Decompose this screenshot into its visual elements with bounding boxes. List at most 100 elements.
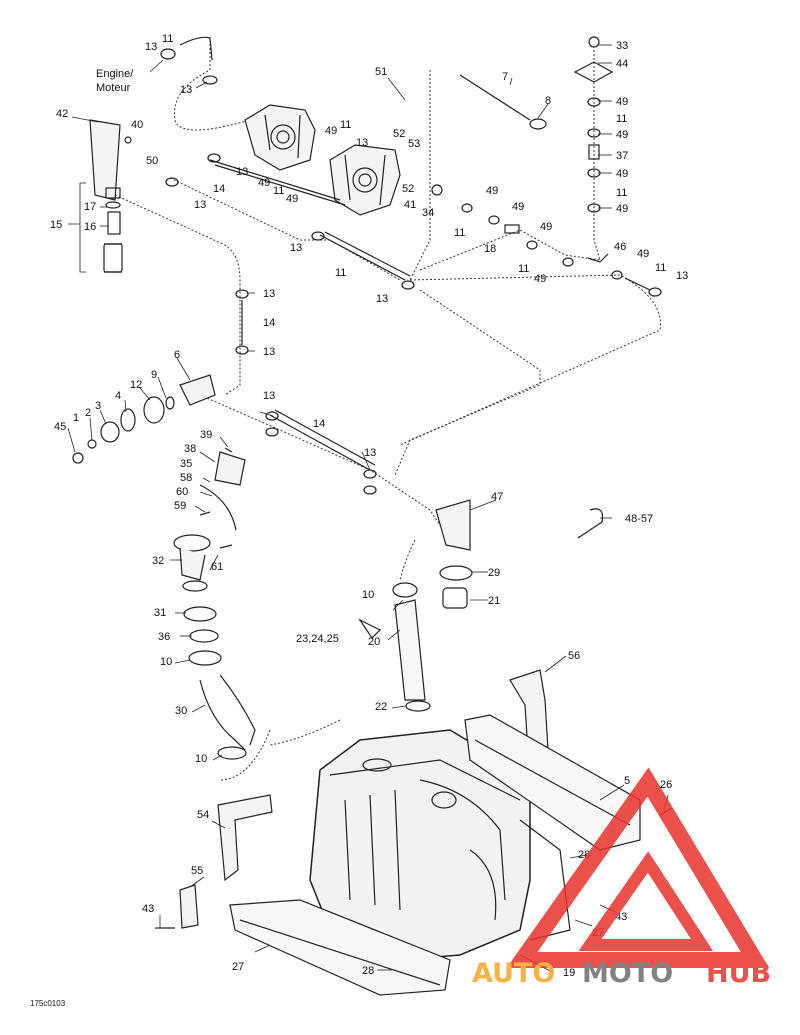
callout-45: 45 — [54, 421, 66, 433]
callout-49: 49 — [616, 168, 628, 180]
callout-51: 51 — [375, 66, 387, 78]
callout-49: 49 — [286, 193, 298, 205]
callout-21: 21 — [488, 595, 500, 607]
screws-23-25 — [358, 618, 382, 639]
watermark-triangle-inner — [578, 851, 714, 951]
callout-13: 13 — [676, 270, 688, 282]
callout-60: 60 — [176, 486, 188, 498]
callout-52: 52 — [402, 183, 414, 195]
callout-50: 50 — [146, 155, 158, 167]
callout-14: 14 — [213, 183, 225, 195]
fitting-41 — [431, 184, 443, 196]
hose-14 — [269, 414, 371, 471]
hose-11 — [624, 277, 651, 291]
callout-1: 1 — [73, 412, 79, 424]
callout-49: 49 — [616, 96, 628, 108]
callout-11: 11 — [616, 113, 627, 125]
callout-13: 13 — [194, 199, 206, 211]
callout-3: 3 — [95, 400, 101, 412]
callout-55: 55 — [191, 865, 203, 877]
engine-hose — [179, 36, 213, 61]
callout-2: 2 — [85, 407, 91, 419]
callout-49: 49 — [486, 185, 498, 197]
callout-31: 31 — [154, 607, 166, 619]
tee-46 — [587, 253, 609, 263]
callout-13: 13 — [236, 166, 248, 178]
fuel-filter-assembly — [103, 187, 123, 273]
filler-hose-30 — [199, 679, 246, 751]
callout-13: 13 — [364, 447, 376, 459]
callout-22: 22 — [375, 701, 387, 713]
bracket-47 — [435, 499, 471, 551]
callout-43: 43 — [142, 903, 154, 915]
callout-13: 13 — [290, 242, 302, 254]
callout-40: 40 — [131, 119, 143, 131]
callout-49: 49 — [616, 129, 628, 141]
callout-52: 52 — [393, 128, 405, 140]
cap-33 — [588, 36, 600, 48]
callout-13: 13 — [356, 137, 368, 149]
callout-17: 17 — [84, 201, 96, 213]
callout-41: 41 — [404, 199, 416, 211]
vent-hose-7 — [459, 74, 531, 121]
watermark-auto: AUTO — [472, 958, 555, 989]
callout-23-25: 23,24,25 — [296, 633, 339, 645]
callout-9: 9 — [151, 369, 157, 381]
parts-outlines — [72, 36, 673, 996]
callout-18: 18 — [484, 243, 496, 255]
callout-13: 13 — [263, 390, 275, 402]
callout-13: 13 — [376, 293, 388, 305]
callout-49: 49 — [512, 201, 524, 213]
callout-10: 10 — [160, 656, 172, 668]
callout-32: 32 — [152, 555, 164, 567]
callout-48-57: 48-57 — [625, 513, 653, 525]
callout-20: 20 — [368, 636, 380, 648]
strap-54 — [217, 794, 273, 882]
callout-13: 13 — [180, 84, 192, 96]
callout-10: 10 — [362, 589, 374, 601]
callout-13: 13 — [263, 288, 275, 300]
tank-tray-27 — [229, 899, 451, 996]
callout-11: 11 — [340, 119, 351, 131]
callout-labels: 13 11 Engine/ Moteur 13 42 40 50 15 17 1… — [30, 33, 688, 1008]
callout-30: 30 — [175, 705, 187, 717]
callout-47: 47 — [491, 491, 503, 503]
valve-18 — [504, 224, 520, 234]
callout-5: 5 — [624, 775, 630, 787]
callout-13: 13 — [145, 41, 157, 53]
washer-44 — [573, 61, 614, 83]
watermark-moto: MOTO — [582, 958, 673, 989]
callout-27: 27 — [232, 961, 244, 973]
callout-36: 36 — [158, 631, 170, 643]
engine-label-fr: Moteur — [96, 82, 131, 94]
callout-10: 10 — [195, 753, 207, 765]
tie-strap — [577, 508, 604, 539]
clamp-13 — [202, 75, 218, 85]
fuel-filler-neck — [173, 451, 246, 666]
callout-44: 44 — [616, 58, 628, 70]
hose-11 — [319, 234, 406, 281]
callout-11: 11 — [335, 267, 346, 279]
engine-label: Engine/ — [96, 68, 134, 80]
callout-11: 11 — [454, 227, 465, 239]
carburetor-right — [329, 144, 401, 216]
hose-14 — [209, 159, 341, 201]
callout-49: 49 — [258, 177, 270, 189]
callout-19: 19 — [563, 967, 575, 979]
clamp-13 — [160, 48, 176, 60]
callout-49: 49 — [534, 273, 546, 285]
callout-49: 49 — [325, 125, 337, 137]
callout-11: 11 — [273, 185, 284, 197]
callout-12: 12 — [130, 379, 142, 391]
vent-hose-20 — [394, 599, 426, 701]
callout-6: 6 — [174, 349, 180, 361]
callout-49: 49 — [540, 221, 552, 233]
callout-58: 58 — [180, 472, 192, 484]
hose-11 — [324, 231, 411, 277]
callout-33: 33 — [616, 40, 628, 52]
automotohub-watermark: AUTO MOTO HUB — [472, 767, 771, 989]
callout-13: 13 — [263, 346, 275, 358]
watermark-triangle-outer — [506, 767, 770, 968]
callout-14: 14 — [263, 317, 275, 329]
